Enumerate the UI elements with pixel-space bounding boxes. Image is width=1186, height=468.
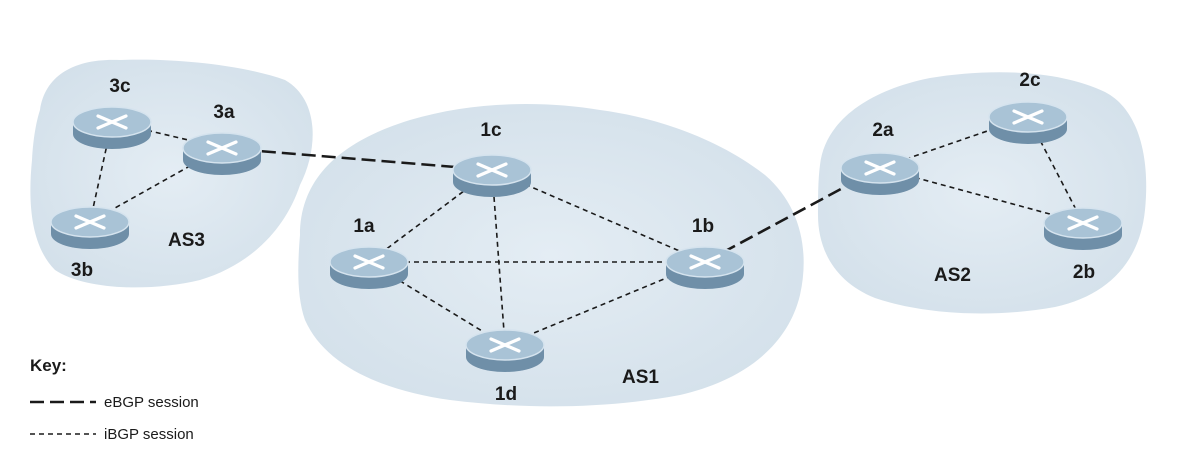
ibgp-legend-label: iBGP session [104,426,194,443]
as1-region [298,104,804,407]
as3-region [30,59,313,288]
router-cross-icon [206,140,238,156]
router-cross-icon [689,254,721,270]
router-cross-icon [1067,215,1099,231]
router-cross-icon [864,160,896,176]
router-2b [1043,207,1123,250]
router-label-3b: 3b [71,260,93,281]
router-label-1c: 1c [480,120,502,141]
ibgp-link-1c-1a [368,169,493,263]
router-1c [452,154,532,197]
router-cross-icon [489,337,521,353]
legend: Key: eBGP session iBGP session [30,356,199,443]
as3-label: AS3 [168,230,205,251]
router-label-3c: 3c [109,76,131,97]
router-3b [50,206,130,249]
router-cross-icon [74,214,106,230]
router-label-2a: 2a [872,120,894,141]
router-3a [182,132,262,175]
router-label-1d: 1d [495,384,517,405]
routers: 3c 3a 3b 1c 1a 1b 1d 2a 2c 2b [50,70,1123,405]
ibgp-link-1c-1d [491,169,506,346]
router-cross-icon [476,162,508,178]
as-labels: AS3 AS1 AS2 [168,230,971,388]
router-label-2c: 2c [1019,70,1041,91]
router-1a [329,246,409,289]
router-label-3a: 3a [213,102,235,123]
router-1d [465,329,545,372]
router-3c [72,106,152,149]
router-label-2b: 2b [1073,262,1095,283]
router-cross-icon [96,114,128,130]
as2-label: AS2 [934,265,971,286]
ebgp-link-3a-1c [221,146,493,172]
ibgp-link-2a-2b [879,167,1084,224]
router-cross-icon [1012,109,1044,125]
router-1b [665,246,745,289]
legend-title: Key: [30,356,67,375]
router-2a [840,152,920,195]
router-cross-icon [353,254,385,270]
router-label-1a: 1a [353,216,375,237]
ebgp-legend-label: eBGP session [104,394,199,411]
as1-label: AS1 [622,367,659,388]
router-2c [988,101,1068,144]
ibgp-link-3c-3b [89,121,113,223]
router-label-1b: 1b [692,216,714,237]
